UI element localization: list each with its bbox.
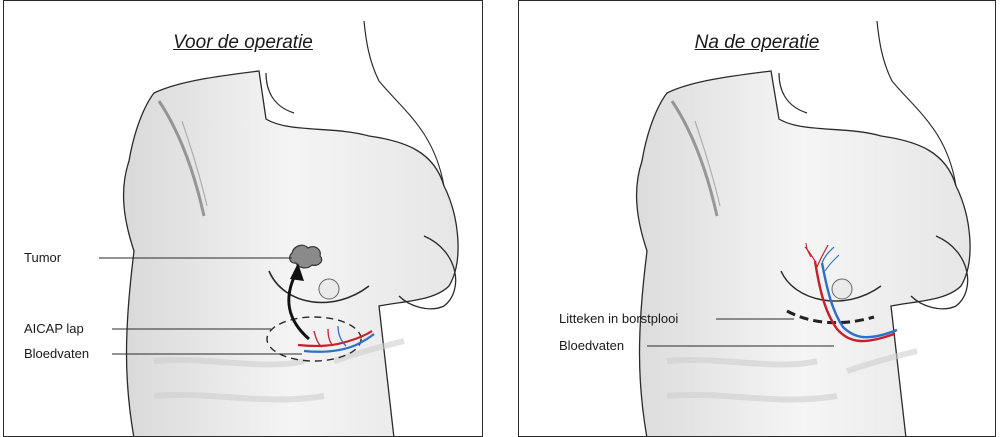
scar-label: Litteken in borstplooi [559, 311, 678, 326]
left-nipple [319, 279, 339, 299]
vessels-label-before: Bloedvaten [24, 346, 89, 361]
left-nipple [832, 279, 852, 299]
torso-illustration-after [519, 1, 996, 437]
neck-line [779, 73, 807, 113]
torso-illustration-before [4, 1, 483, 437]
before-operation-panel: Voor de operatie [3, 0, 483, 437]
neck-line [266, 73, 294, 113]
vessels-label-after: Bloedvaten [559, 338, 624, 353]
after-operation-panel: Na de operatie [518, 0, 996, 437]
flap-label: AICAP lap [24, 321, 84, 336]
tumor-label: Tumor [24, 250, 61, 265]
